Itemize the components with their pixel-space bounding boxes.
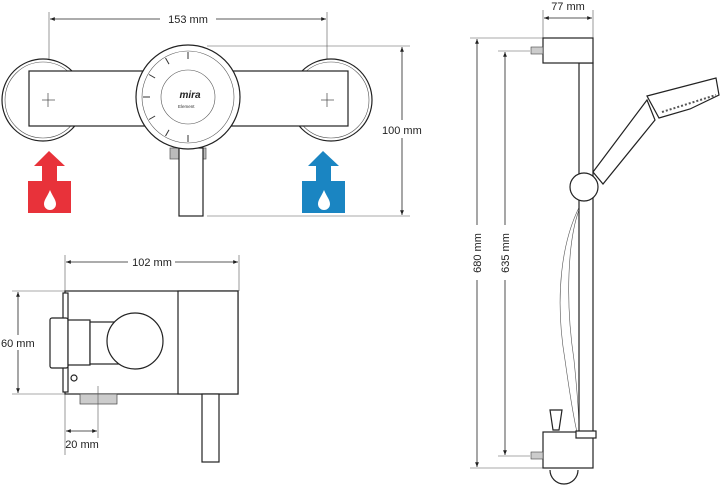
side-view: 102 mm 60 mm 20 mm [0,255,240,463]
outlet-thread [79,393,118,405]
handset-handle [592,98,656,185]
dial-tick [165,129,170,137]
lever-side [201,393,220,463]
dial-tick [165,57,170,65]
fixing-centres-dimension: 635 mm [500,233,512,273]
rail-projection-dimension: 77 mm [551,1,585,13]
overall-height-dimension: 680 mm [472,233,484,273]
wall-screw [530,451,544,460]
cold-water-inlet-icon [302,151,345,213]
flow-lever [178,147,204,217]
riser-rail [578,62,594,434]
outlet-offset-dimension: 20 mm [65,439,99,451]
temperature-dial [135,44,241,150]
front-width-dimension: 153 mm [168,14,208,26]
side-depth-dimension: 102 mm [132,257,172,269]
flow-knob [106,312,164,370]
model-name: Element [178,104,195,109]
side-height-dimension: 60 mm [1,338,35,350]
slider-bracket [569,172,599,202]
front-height-dimension: 100 mm [382,125,422,137]
front-view: 153 mm mira Element 100 mm [1,12,422,217]
rail-view: 77 mm 680 mm 635 mm [470,1,720,485]
hot-water-inlet-icon [28,151,71,213]
dial-tick [148,74,156,79]
dial-tick [148,115,156,120]
soap-holder [549,409,563,431]
top-bracket [542,37,594,64]
wall-screw [530,46,544,55]
shower-head [646,77,720,119]
brand-logo: mira [179,90,201,101]
